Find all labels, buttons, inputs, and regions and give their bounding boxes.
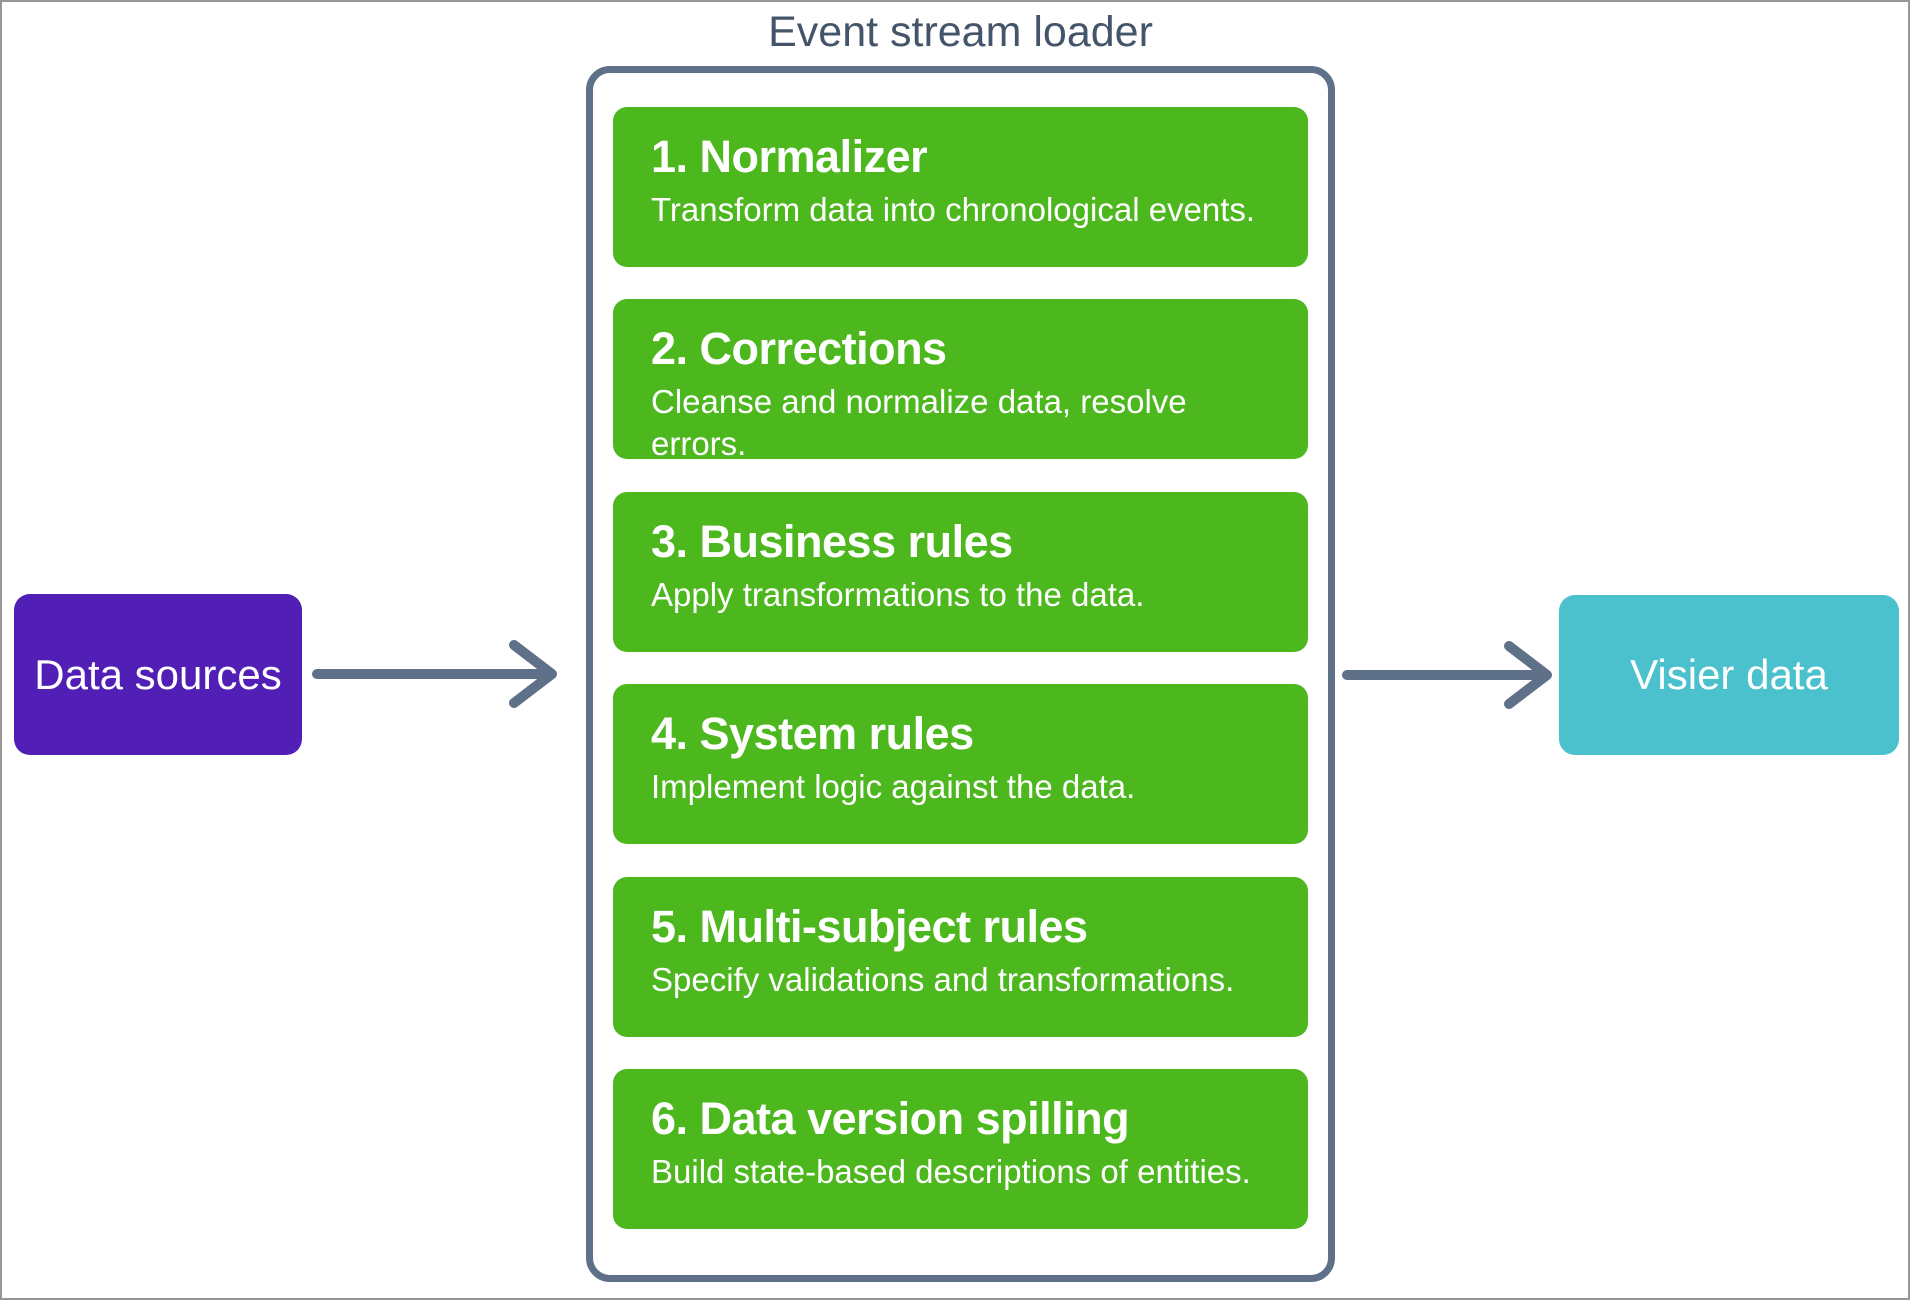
- visier-data-node: Visier data: [1559, 595, 1899, 755]
- data-sources-label: Data sources: [34, 650, 282, 698]
- step-box-system-rules: 4. System rules Implement logic against …: [613, 684, 1308, 845]
- step-box-data-version-spilling: 6. Data version spilling Build state-bas…: [613, 1068, 1308, 1229]
- step-description: Specify validations and transformations.: [651, 960, 1235, 998]
- step-box-normalizer: 1. Normalizer Transform data into chrono…: [613, 107, 1308, 267]
- data-sources-node: Data sources: [14, 594, 302, 755]
- step-box-multi-subject-rules: 5. Multi-subject rules Specify validatio…: [613, 876, 1308, 1037]
- page-title: Event stream loader: [768, 8, 1153, 56]
- step-box-corrections: 2. Corrections Cleanse and normalize dat…: [613, 299, 1308, 462]
- step-description: Cleanse and normalize data, resolve erro…: [651, 383, 1187, 463]
- arrow-right-icon: [1342, 641, 1552, 709]
- step-title: 3. Business rules: [651, 515, 1013, 567]
- event-stream-loader-container: 1. Normalizer Transform data into chrono…: [586, 66, 1335, 1282]
- step-title: 6. Data version spilling: [651, 1092, 1130, 1144]
- step-title: 2. Corrections: [651, 323, 947, 375]
- arrow-right-icon: [312, 640, 557, 708]
- step-description: Transform data into chronological events…: [651, 191, 1256, 228]
- visier-data-label: Visier data: [1630, 651, 1828, 698]
- step-box-business-rules: 3. Business rules Apply transformations …: [613, 491, 1308, 652]
- step-description: Implement logic against the data.: [651, 768, 1136, 806]
- step-description: Apply transformations to the data.: [651, 575, 1145, 613]
- step-title: 1. Normalizer: [651, 131, 928, 182]
- step-description: Build state-based descriptions of entiti…: [651, 1152, 1251, 1190]
- step-title: 5. Multi-subject rules: [651, 900, 1088, 952]
- step-title: 4. System rules: [651, 708, 974, 760]
